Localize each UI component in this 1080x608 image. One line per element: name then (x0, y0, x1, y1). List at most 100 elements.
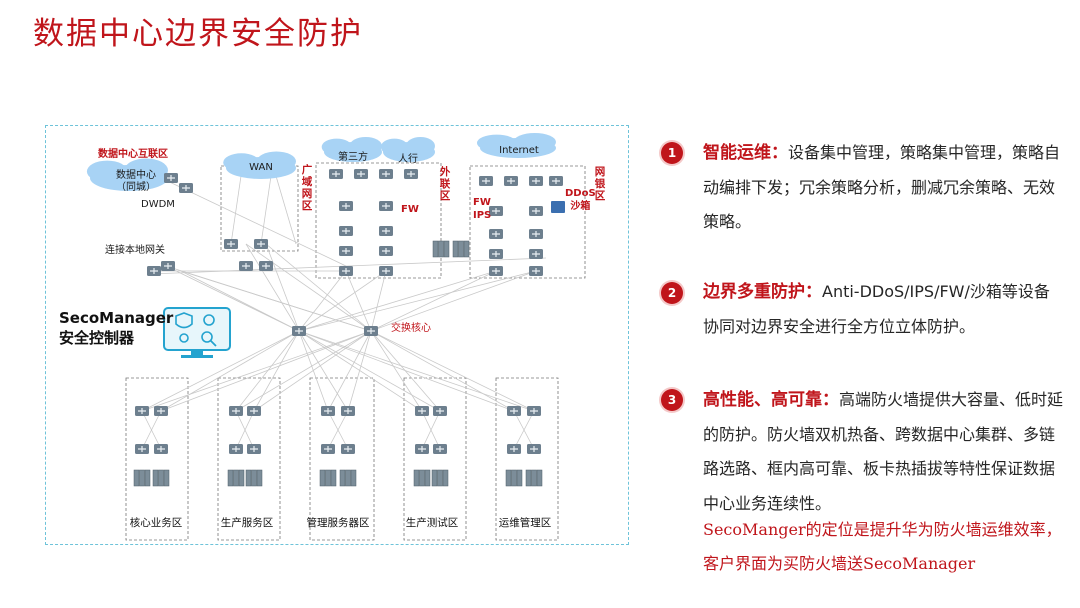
point-1-heading: 智能运维： (703, 143, 788, 163)
settings-dot-icon (179, 333, 189, 343)
link-line (253, 330, 372, 412)
zone-label-core: 核心业务区 (129, 517, 183, 529)
network-switch-icon (341, 406, 355, 416)
network-switch-icon (364, 326, 378, 336)
search-icon (201, 331, 217, 347)
cloud-icon (86, 158, 168, 191)
secomanager-title: SecoManager 安全控制器 (59, 309, 173, 348)
link-line (235, 410, 255, 450)
secomanager-line1: SecoManager (59, 309, 174, 327)
network-switch-icon (147, 266, 161, 276)
link-line (160, 330, 372, 412)
link-line (245, 243, 300, 332)
network-switch-icon (339, 201, 353, 211)
network-switch-icon (415, 444, 429, 454)
page-title: 数据中心边界安全防护 (33, 16, 363, 52)
network-switch-icon (489, 229, 503, 239)
network-switch-icon (529, 249, 543, 259)
network-switch-icon (404, 169, 418, 179)
network-switch-icon (339, 226, 353, 236)
point-2-body: 沙箱等设备协同对边界安全进行全方位立体防护。 (703, 282, 1050, 336)
local-gateway-label: 连接本地网关 (105, 245, 165, 256)
network-switch-icon (433, 406, 447, 416)
server-stack-icon (319, 469, 337, 487)
network-switch-icon (379, 169, 393, 179)
network-switch-icon (549, 176, 563, 186)
link-line (298, 270, 537, 332)
zone-label-management: 管理服务器区 (306, 517, 370, 529)
link-line (141, 330, 300, 412)
third-party-label: 第三方 (338, 152, 368, 163)
controller-monitor-icon (163, 307, 231, 358)
network-switch-icon (479, 176, 493, 186)
zone-box (469, 165, 586, 279)
badge-1: 1 (661, 142, 683, 164)
secomanager-line2: 安全控制器 (59, 329, 135, 347)
server-stack-icon (152, 469, 170, 487)
shield-icon (175, 312, 193, 329)
link-line (298, 270, 497, 332)
point-2-text: 边界多重防护：Anti-DDoS/IPS/FW/沙箱等设备协同对边界安全进行全方… (703, 275, 1063, 344)
network-switch-icon (135, 444, 149, 454)
sandbox-icon (551, 201, 565, 213)
network-switch-icon (154, 444, 168, 454)
link-line (345, 270, 372, 332)
network-switch-icon (489, 266, 503, 276)
link-line (327, 410, 349, 450)
internet-label: Internet (499, 145, 539, 156)
link-line (260, 175, 272, 245)
link-line (370, 330, 535, 412)
server-stack-icon (505, 469, 523, 487)
point-3-text: 高性能、高可靠：高端防火墙提供大容量、低时延的防护。防火墙双机热备、跨数据中心集… (703, 383, 1063, 521)
network-switch-icon (529, 229, 543, 239)
link-line (370, 270, 537, 332)
server-stack-icon (431, 469, 449, 487)
link-line (265, 243, 372, 332)
network-switch-icon (504, 176, 518, 186)
network-switch-icon (489, 249, 503, 259)
zone-box (495, 377, 559, 541)
network-switch-icon (135, 406, 149, 416)
zone-box (403, 377, 467, 541)
network-switch-icon (154, 406, 168, 416)
link-line (265, 243, 300, 332)
network-switch-icon (247, 406, 261, 416)
cloud-icon (476, 133, 556, 158)
dc-same-city-label: 数据中心 （同城） (116, 170, 156, 193)
badge-2: 2 (661, 282, 683, 304)
network-switch-icon (507, 406, 521, 416)
network-switch-icon (379, 266, 393, 276)
point-3-heading: 高性能、高可靠： (703, 390, 839, 410)
dwdm-label: DWDM (141, 199, 175, 210)
server-stack-icon (452, 240, 470, 258)
link-line (298, 330, 441, 412)
point-2-heading: 边界多重防护： (703, 282, 822, 302)
link-line (298, 330, 535, 412)
point-1-body: 设备集中管理，策略集中管理，策略自动编排下发；冗余策略分析，删减冗余策略、无效策… (703, 143, 1061, 231)
network-switch-icon (259, 261, 273, 271)
link-line (298, 330, 423, 412)
network-diagram: 数据中心互联区 数据中心 （同城） DWDM 连接本地网关 WAN 广域网区 第… (45, 125, 629, 545)
network-topology (86, 133, 586, 541)
network-switch-icon (329, 169, 343, 179)
server-stack-icon (227, 469, 245, 487)
link-line (230, 175, 242, 245)
zone-box (217, 377, 281, 541)
network-switch-icon (321, 406, 335, 416)
link-line (513, 410, 535, 450)
point-2-latin: Anti-DDoS/IPS/FW/ (822, 282, 970, 301)
network-switch-icon (415, 406, 429, 416)
network-switch-icon (529, 176, 543, 186)
online-bank-zone-label: 网银区 (594, 166, 606, 202)
link-line (180, 270, 300, 332)
fw-label: FW (401, 204, 419, 215)
link-line (370, 270, 497, 332)
server-stack-icon (133, 469, 151, 487)
link-line (160, 330, 300, 412)
zone-box (309, 377, 375, 541)
link-line (235, 330, 300, 412)
network-switch-icon (341, 444, 355, 454)
server-stack-icon (432, 240, 450, 258)
zone-box (315, 162, 442, 279)
server-stack-icon (245, 469, 263, 487)
